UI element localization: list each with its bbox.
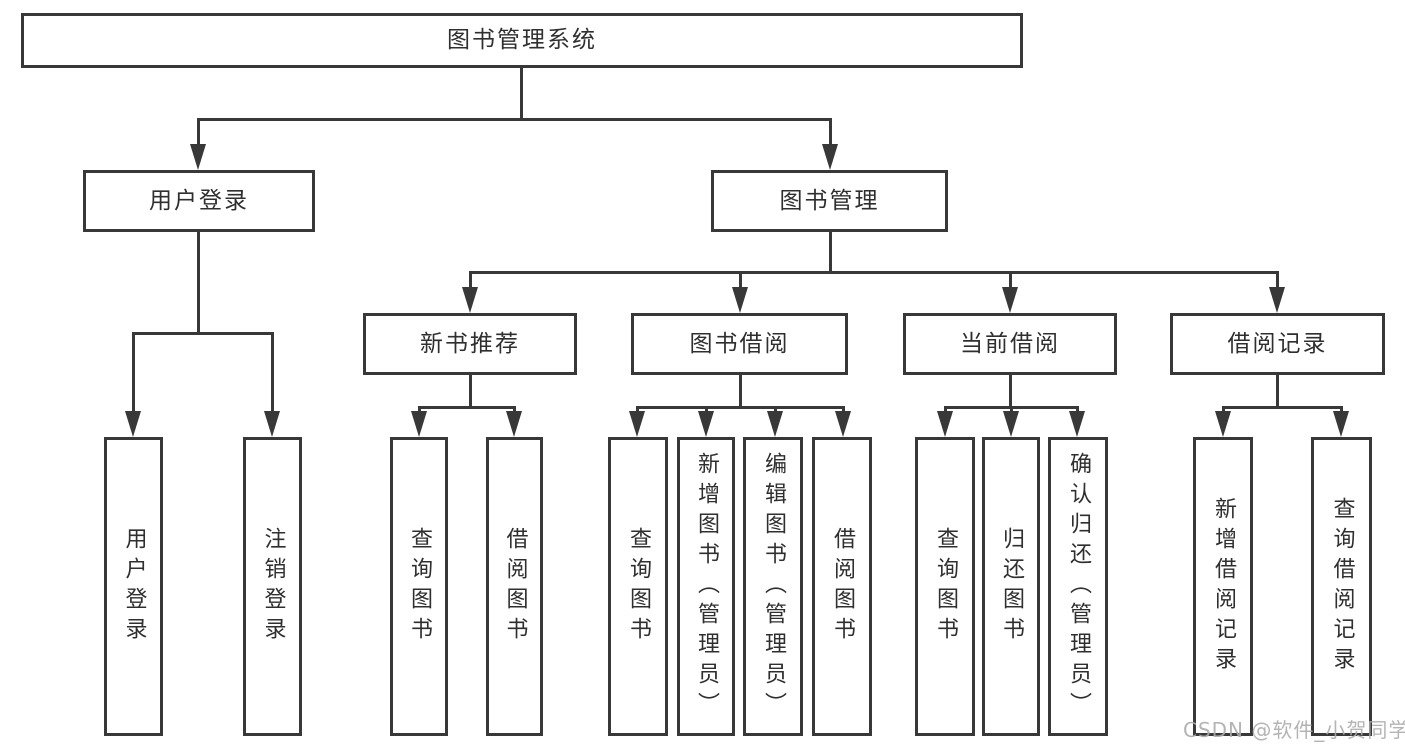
- connector-line: [1276, 375, 1279, 409]
- connector-line: [132, 332, 135, 416]
- node-leaf-borrow-book-1: 借阅图书: [486, 437, 543, 736]
- connector-line: [469, 271, 1279, 274]
- arrow-down-icon: [698, 411, 714, 437]
- node-borrow-records: 借阅记录: [1170, 313, 1385, 375]
- connector-line: [829, 118, 832, 156]
- connector-line: [1009, 375, 1012, 409]
- node-leaf-add-book-admin: 新增图书（管理员）: [677, 437, 735, 736]
- arrow-down-icon: [264, 411, 280, 437]
- node-leaf-user-login: 用户登录: [104, 437, 163, 736]
- connector-line: [197, 232, 200, 335]
- node-current-borrow: 当前借阅: [903, 313, 1117, 375]
- connector-line: [520, 68, 523, 120]
- arrow-down-icon: [732, 287, 748, 313]
- node-leaf-borrow-book-2: 借阅图书: [812, 437, 872, 736]
- arrow-down-icon: [629, 411, 645, 437]
- connector-line: [1009, 271, 1012, 293]
- csdn-watermark: CSDN @软件_小贺同学: [1183, 718, 1405, 742]
- connector-line: [1276, 271, 1279, 293]
- node-leaf-query-book-2: 查询图书: [608, 437, 668, 736]
- arrow-down-icon: [1069, 411, 1085, 437]
- node-user-login-module: 用户登录: [83, 170, 315, 232]
- arrow-down-icon: [937, 411, 953, 437]
- arrow-down-icon: [767, 411, 783, 437]
- connector-line: [829, 232, 832, 274]
- arrow-down-icon: [1269, 287, 1285, 313]
- connector-line: [132, 332, 274, 335]
- arrow-down-icon: [835, 411, 851, 437]
- connector-line: [1222, 406, 1342, 409]
- node-leaf-add-borrow-record: 新增借阅记录: [1193, 437, 1253, 736]
- arrow-down-icon: [462, 287, 478, 313]
- connector-line: [739, 271, 742, 293]
- node-leaf-confirm-return-admin: 确认归还（管理员）: [1048, 437, 1108, 736]
- node-leaf-edit-book-admin: 编辑图书（管理员）: [743, 437, 803, 736]
- node-root: 图书管理系统: [21, 13, 1023, 68]
- connector-line: [739, 375, 742, 409]
- arrow-down-icon: [822, 144, 838, 170]
- connector-line: [418, 406, 516, 409]
- node-leaf-query-book-3: 查询图书: [915, 437, 975, 736]
- arrow-down-icon: [411, 411, 427, 437]
- arrow-down-icon: [1003, 411, 1019, 437]
- node-leaf-return-book: 归还图书: [982, 437, 1040, 736]
- node-leaf-logout: 注销登录: [243, 437, 302, 736]
- arrow-down-icon: [1333, 411, 1349, 437]
- arrow-down-icon: [1215, 411, 1231, 437]
- connector-line: [469, 375, 472, 409]
- connector-line: [197, 118, 832, 121]
- node-book-borrow: 图书借阅: [631, 313, 848, 375]
- arrow-down-icon: [1002, 287, 1018, 313]
- connector-line: [197, 118, 200, 156]
- arrow-down-icon: [190, 144, 206, 170]
- node-leaf-query-borrow-record: 查询借阅记录: [1311, 437, 1372, 736]
- arrow-down-icon: [506, 411, 522, 437]
- connector-line: [271, 332, 274, 416]
- connector-line: [636, 406, 845, 409]
- connector-line: [469, 271, 472, 293]
- node-book-management: 图书管理: [711, 170, 948, 232]
- node-new-book-recommend: 新书推荐: [363, 313, 577, 375]
- arrow-down-icon: [125, 411, 141, 437]
- node-leaf-query-book-1: 查询图书: [390, 437, 448, 736]
